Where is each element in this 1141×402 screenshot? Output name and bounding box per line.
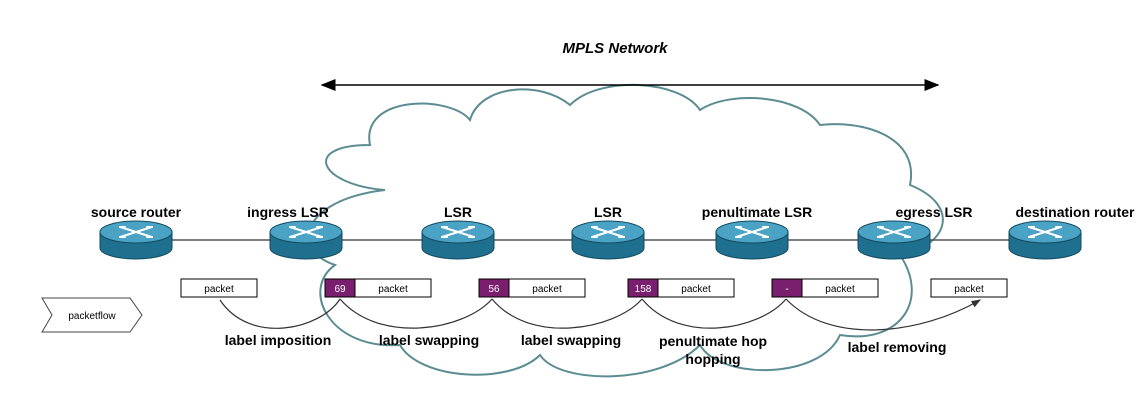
router-arrows-icon <box>119 226 153 238</box>
packet-labeled: 56 packet <box>478 278 586 298</box>
router-label: source router <box>91 204 182 220</box>
packet-box <box>657 278 735 298</box>
packet-box <box>508 278 586 298</box>
operation-1: label swapping <box>339 298 493 348</box>
packetflow-label: packetflow <box>68 311 116 322</box>
operation-label: label imposition <box>225 332 332 348</box>
diagram-title: MPLS Network <box>562 40 668 57</box>
packet-text: packet <box>954 284 984 295</box>
router-label: destination router <box>1015 204 1135 220</box>
router-6: destination router <box>1008 204 1135 260</box>
flow-curve <box>339 298 493 329</box>
router-0: source router <box>91 204 182 260</box>
operation-3: penultimate hop hopping <box>641 298 787 367</box>
router-arrows-icon <box>1028 226 1062 238</box>
packet-text: packet <box>681 284 711 295</box>
packet-box <box>930 278 1008 298</box>
operation-0: label imposition <box>219 298 341 348</box>
mpls-cloud <box>307 83 944 378</box>
router-label: egress LSR <box>895 204 972 220</box>
router-1: ingress LSR <box>247 204 343 260</box>
operation-label: label removing <box>848 339 947 355</box>
operation-2: label swapping <box>491 298 643 348</box>
router-4: penultimate LSR <box>702 204 812 260</box>
packet-text: packet <box>532 284 562 295</box>
packet-text: packet <box>378 284 408 295</box>
flow-curve <box>641 298 787 329</box>
operation-label: hopping <box>685 351 740 367</box>
operation-label: label swapping <box>379 332 479 348</box>
packet-plain: packet <box>930 278 1008 298</box>
packet-box <box>180 278 258 298</box>
packet-box <box>801 278 879 298</box>
router-5: egress LSR <box>857 204 973 260</box>
mpls-label-value: 158 <box>635 284 652 295</box>
flow-curve <box>785 298 982 331</box>
flow-curve <box>491 298 643 329</box>
router-label: ingress LSR <box>247 204 329 220</box>
router-arrows-icon <box>289 226 323 238</box>
mpls-label-value: 56 <box>488 284 500 295</box>
packet-plain: packet <box>180 278 258 298</box>
packet-box <box>354 278 432 298</box>
router-label: LSR <box>594 204 622 220</box>
packet-text: packet <box>825 284 855 295</box>
packet-labeled: 158 packet <box>627 278 735 298</box>
mpls-label-value: 69 <box>334 284 346 295</box>
packetflow-indicator: packetflow <box>41 297 143 333</box>
packet-text: packet <box>204 284 234 295</box>
router-arrows-icon <box>591 226 625 238</box>
operation-label: penultimate hop <box>659 333 767 349</box>
operation-4: label removing <box>785 298 982 355</box>
flow-curve <box>219 298 341 329</box>
router-arrows-icon <box>735 226 769 238</box>
packet-labeled: 69 packet <box>324 278 432 298</box>
router-label: LSR <box>444 204 472 220</box>
router-2: LSR <box>421 204 495 260</box>
router-arrows-icon <box>877 226 911 238</box>
packet-labeled: - packet <box>771 278 879 298</box>
router-arrows-icon <box>441 226 475 238</box>
router-label: penultimate LSR <box>702 204 812 220</box>
operation-label: label swapping <box>521 332 621 348</box>
mpls-label-value: - <box>785 284 788 295</box>
router-3: LSR <box>571 204 645 260</box>
